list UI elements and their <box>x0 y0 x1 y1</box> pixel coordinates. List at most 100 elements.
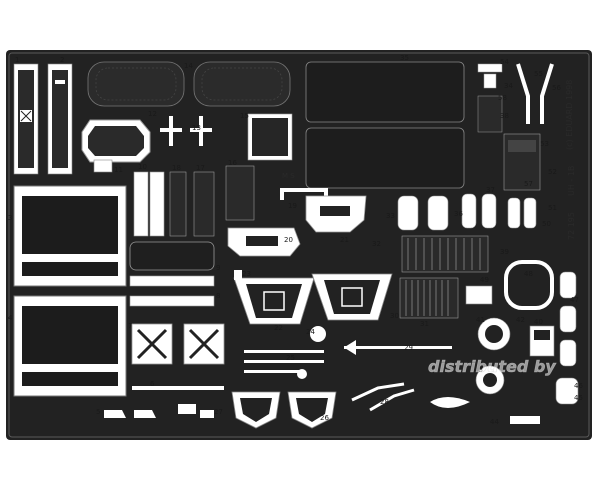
part-29-rod <box>344 340 452 355</box>
part-25-rods <box>244 350 324 373</box>
part-3b-panel <box>13 295 127 397</box>
part-number: 17 <box>196 164 205 172</box>
part-9-bar <box>129 241 215 271</box>
part-13-crosses <box>160 116 212 146</box>
part-34-pods <box>397 193 537 231</box>
part-44-bit <box>430 397 540 424</box>
part-7-seat-right <box>183 323 225 365</box>
part-number: 51 <box>548 204 557 212</box>
part-number: 37 <box>486 186 495 194</box>
watermark-text: distributed by <box>428 357 556 376</box>
part-number: 33 <box>386 212 395 220</box>
part-number: 12 <box>148 110 157 118</box>
part-number: 19 <box>288 202 297 210</box>
part-number: 46 <box>574 382 583 390</box>
part-number: 40 <box>534 318 543 326</box>
part-6-rod <box>132 386 224 390</box>
part-3-panel <box>13 185 127 287</box>
part-number: 3 <box>8 214 12 222</box>
part-number: 25 <box>286 354 295 362</box>
part-number: 18 <box>172 164 181 172</box>
part-number: 23 <box>242 270 251 278</box>
part-number: 6 <box>150 380 155 388</box>
part-26-shields <box>231 391 337 429</box>
part-number: 36 <box>454 210 463 218</box>
part-22-right <box>311 273 393 321</box>
part-2-strip <box>47 63 73 175</box>
part-number: 52 <box>548 168 557 176</box>
part-18-strip <box>169 171 187 237</box>
part-number: 9 <box>216 264 220 272</box>
part-number: 2 <box>60 56 64 64</box>
part-15-grid <box>247 113 293 161</box>
part-number: 41 <box>476 316 485 324</box>
part-number: 31 <box>420 320 429 328</box>
part-7-seat-left <box>131 323 173 365</box>
part-1-strip <box>13 63 39 175</box>
part-number: 13 <box>192 124 201 132</box>
ms-text: M S <box>282 172 295 180</box>
part-number: 44 <box>490 418 499 426</box>
part-number: 4 <box>8 314 13 322</box>
part-number: 21 <box>340 236 349 244</box>
part-number: 42 <box>516 316 525 324</box>
part-22-left <box>233 277 315 325</box>
part-number: 15 <box>240 112 249 120</box>
part-number: 8 <box>216 292 220 300</box>
part-number: 27 <box>214 408 223 416</box>
part-number: 48 <box>524 270 533 278</box>
part-16-strip <box>225 165 255 221</box>
kit-code-text: 72 195 <box>567 212 576 240</box>
part-number: 58 <box>498 94 507 102</box>
part-30-grill <box>399 277 459 319</box>
part-number: 14 <box>184 62 193 70</box>
part-41-dial <box>477 317 511 351</box>
part-24-disc <box>310 326 326 342</box>
part-49-square <box>465 285 493 305</box>
part-58-tube <box>477 95 503 133</box>
part-number: 55 <box>534 70 543 78</box>
part-number: 20 <box>284 236 293 244</box>
part-20-arc <box>227 227 301 257</box>
part-number: 43 <box>474 366 483 374</box>
part-number: 56 <box>552 84 561 92</box>
part-number: 7 <box>128 322 132 330</box>
part-number-labels: 1 2 3 4 5 6 7 8 9 10 11 12 13 14 15 16 1… <box>8 54 583 426</box>
fret-border <box>8 52 590 438</box>
part-number: 16 <box>228 159 237 167</box>
part-number: 28 <box>380 398 389 406</box>
part-number: 45 <box>574 394 583 402</box>
part-10-strips <box>133 171 165 237</box>
part-19-handle <box>280 188 328 200</box>
part-number: 30 <box>390 312 399 320</box>
part-5-bits <box>104 404 214 418</box>
part-number: 1 <box>15 56 19 64</box>
part-number: 38 <box>500 112 509 120</box>
part-number: 24 <box>306 328 315 336</box>
part-28-bent <box>351 382 415 412</box>
part-53-box <box>503 133 541 191</box>
part-11 <box>93 159 113 173</box>
part-12-frame <box>81 119 151 163</box>
part-number: 22 <box>274 324 283 332</box>
part-39-grill <box>401 235 489 273</box>
part-43-dial <box>475 365 505 395</box>
part-55-clip <box>477 63 503 89</box>
part-number: 54 <box>500 58 509 66</box>
part-number: 35 <box>400 54 409 62</box>
part-14-door-left <box>87 61 185 107</box>
part-number: 32 <box>372 240 381 248</box>
part-number: 26 <box>320 414 329 422</box>
part-number: 53 <box>540 140 549 148</box>
part-number: 11 <box>114 166 123 174</box>
part-23 <box>234 270 242 280</box>
part-number: 29 <box>404 344 413 352</box>
kit-title-text: UH - 1B <box>567 166 576 196</box>
part-46-pieces <box>555 271 579 405</box>
part-number: 39 <box>500 248 509 256</box>
part-17-strip <box>193 171 215 237</box>
part-56-arms <box>516 63 554 124</box>
part-number: 50 <box>542 220 551 228</box>
part-number: 49 <box>480 276 489 284</box>
